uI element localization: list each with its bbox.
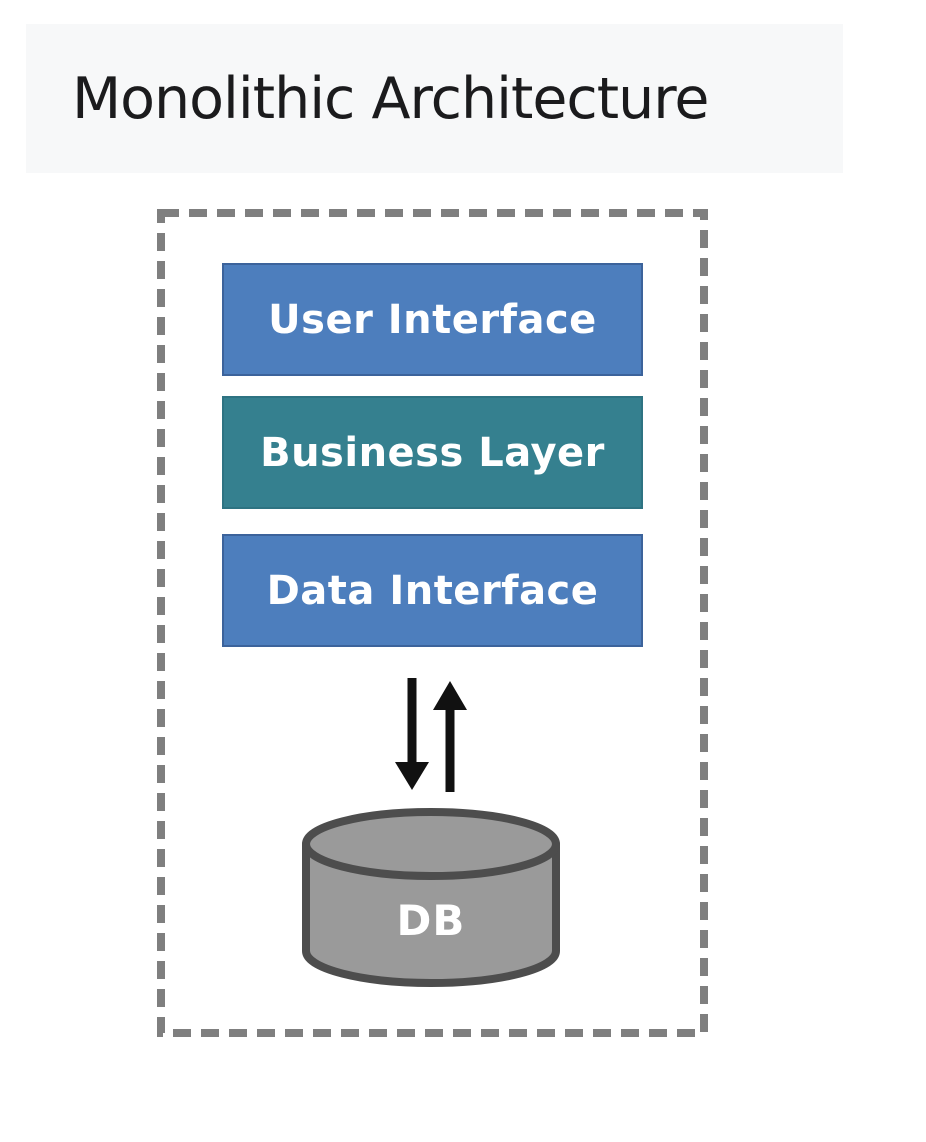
layer-user-interface-label: User Interface [268, 296, 597, 343]
title-bar: Monolithic Architecture [26, 24, 843, 173]
database-label: DB [396, 896, 466, 945]
layer-business-layer: Business Layer [222, 396, 643, 509]
monolith-dashed-border [157, 209, 708, 1037]
data-flow-arrows [395, 678, 467, 792]
page-title: Monolithic Architecture [72, 65, 709, 132]
up-arrow-icon [433, 681, 467, 792]
layer-business-layer-label: Business Layer [260, 429, 605, 476]
layer-data-interface-label: Data Interface [266, 567, 599, 614]
down-arrow-icon [395, 678, 429, 790]
database-cylinder-icon [302, 808, 560, 987]
layer-user-interface: User Interface [222, 263, 643, 376]
layer-data-interface: Data Interface [222, 534, 643, 647]
